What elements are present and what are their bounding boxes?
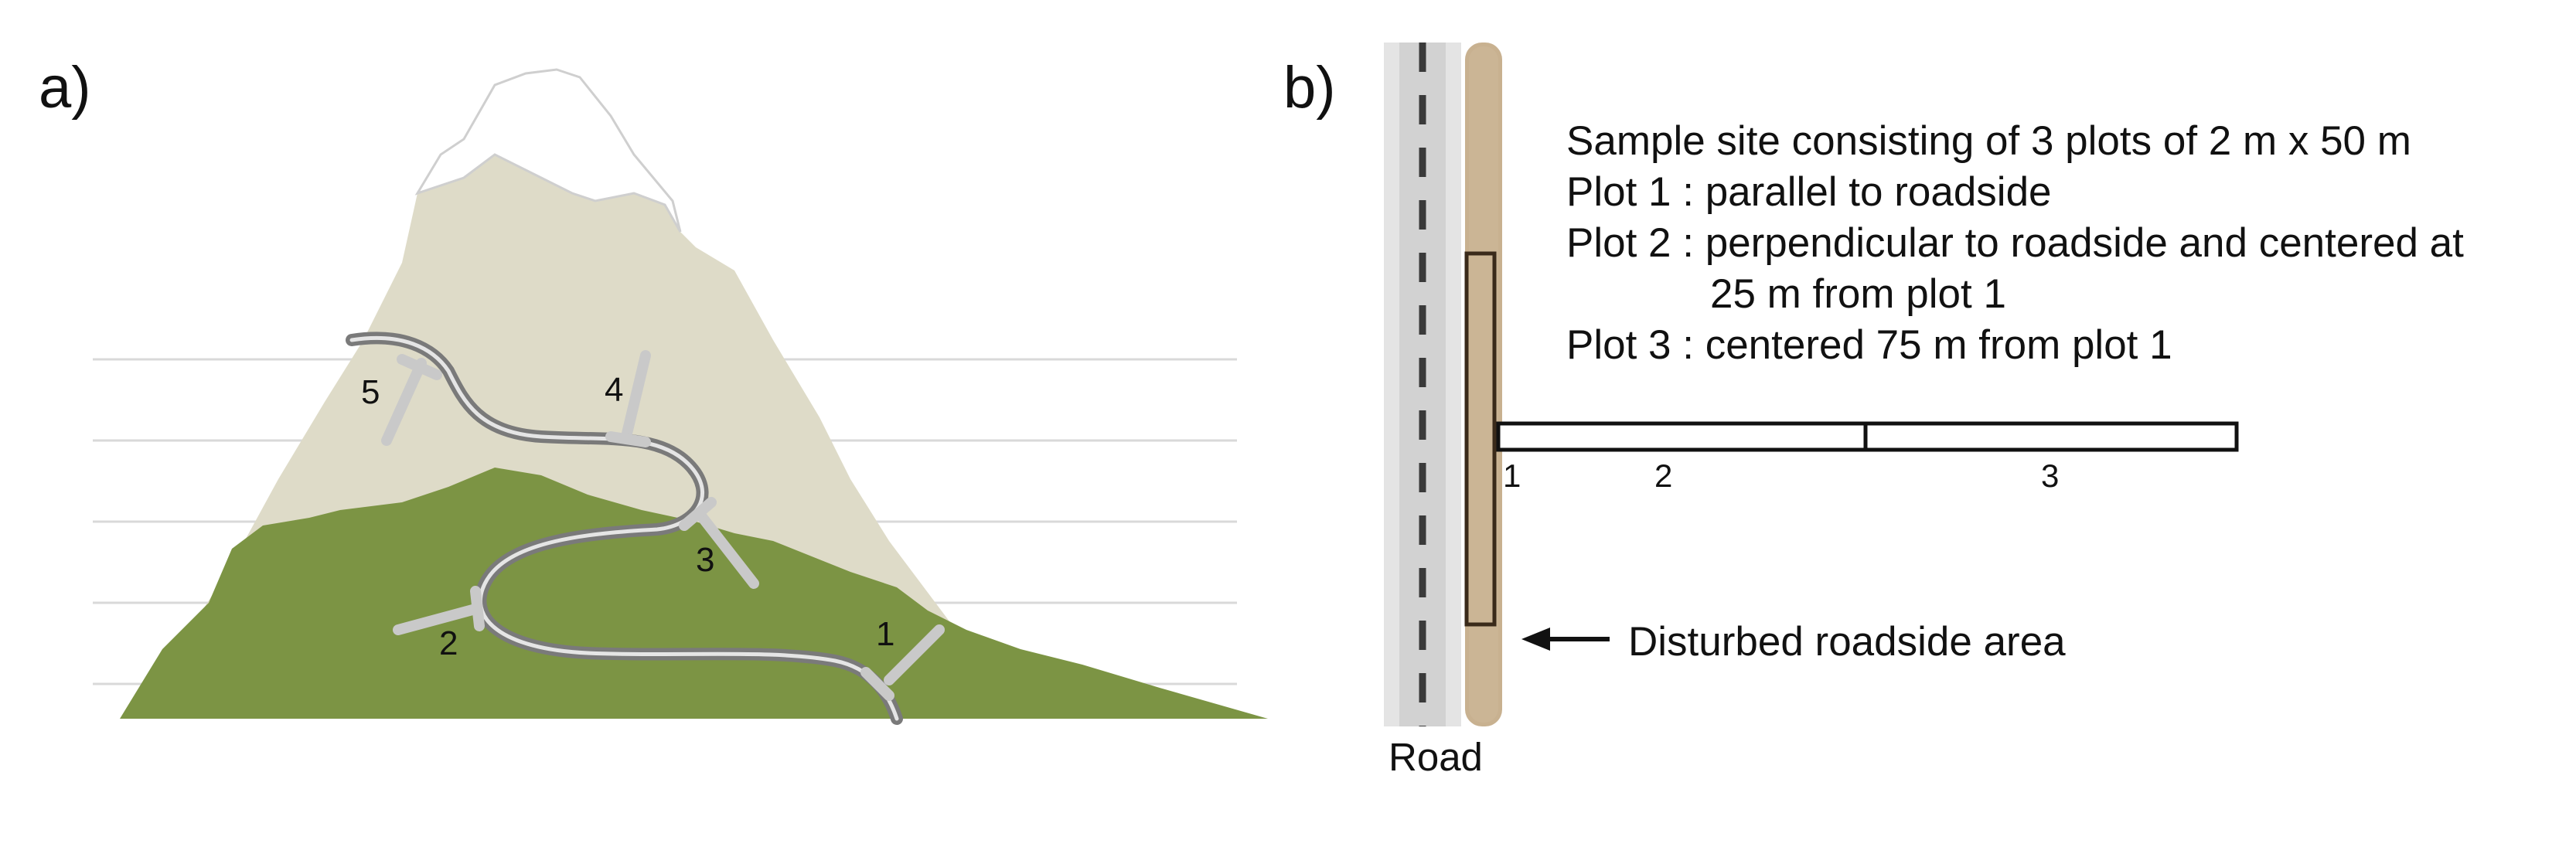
snow-cap (414, 68, 682, 233)
transect-5-bar (397, 354, 442, 380)
transect-4-bar (605, 431, 651, 447)
description-line-1: Sample site consisting of 3 plots of 2 m… (1566, 118, 2411, 164)
transect-1 (884, 624, 945, 685)
plot-label-5: 5 (361, 373, 380, 411)
plot-b-label-2: 2 (1654, 458, 1673, 494)
plot-label-2: 2 (439, 624, 458, 662)
transect-1-bar (860, 667, 894, 701)
transect-3-bar (679, 497, 717, 531)
transect-4 (621, 350, 651, 442)
mountain-lower-zone (120, 468, 1268, 719)
plot-2-rect (1496, 421, 1868, 452)
panel-a-label: a) (39, 55, 91, 121)
arrow-icon (1521, 628, 1610, 651)
plot-description: Sample site consisting of 3 plots of 2 m… (1566, 116, 2464, 371)
plot-b-label-1: 1 (1503, 458, 1521, 494)
plot-3-rect (1863, 421, 2239, 452)
road-label: Road (1389, 735, 1483, 779)
transect-3 (694, 509, 759, 589)
plot-label-3: 3 (696, 541, 715, 579)
description-line-2: Plot 1 : parallel to roadside (1566, 169, 2052, 215)
transects (381, 350, 945, 701)
plot-label-1: 1 (876, 615, 895, 653)
plot-b-label-3: 3 (2041, 458, 2060, 494)
transect-2-bar (470, 586, 485, 631)
description-line-4: 25 m from plot 1 (1710, 271, 2006, 317)
mountain-road (346, 332, 903, 725)
plot-label-4: 4 (605, 371, 624, 409)
description-line-5: Plot 3 : centered 75 m from plot 1 (1566, 322, 2172, 368)
disturbed-area-label: Disturbed roadside area (1628, 619, 2066, 665)
transect-2 (393, 604, 481, 635)
panel-b-label: b) (1283, 55, 1336, 121)
transect-5 (381, 358, 427, 446)
plot-1-rect (1464, 251, 1497, 627)
description-line-3: Plot 2 : perpendicular to roadside and c… (1566, 220, 2464, 266)
